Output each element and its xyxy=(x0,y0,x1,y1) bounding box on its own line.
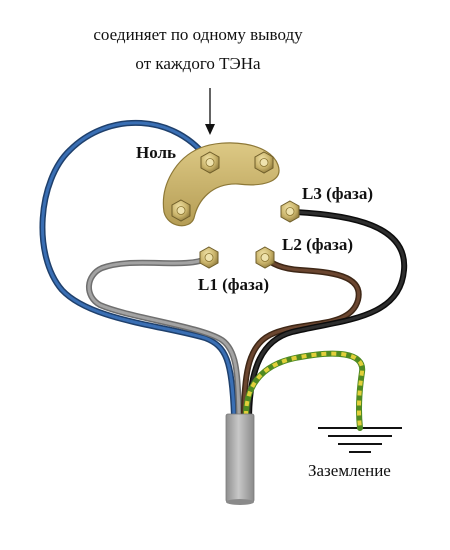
terminal-l3 xyxy=(280,200,300,223)
neutral-bridge-plate xyxy=(162,142,280,227)
terminal-neutral-2 xyxy=(254,151,274,174)
label-l2: L2 (фаза) xyxy=(282,235,353,254)
annotation-line1: соединяет по одному выводу xyxy=(93,25,303,44)
terminal-neutral-1 xyxy=(200,151,220,174)
cable-sheath xyxy=(225,413,255,505)
label-ground: Заземление xyxy=(308,461,391,480)
label-l1: L1 (фаза) xyxy=(198,275,269,294)
label-neutral: Ноль xyxy=(136,143,176,162)
annotation-arrow xyxy=(205,88,215,135)
ground-symbol xyxy=(318,427,402,453)
label-l3: L3 (фаза) xyxy=(302,184,373,203)
terminal-l1 xyxy=(199,246,219,269)
ground-wire xyxy=(243,350,366,431)
annotation-line2: от каждого ТЭНа xyxy=(135,54,261,73)
terminal-neutral-3 xyxy=(171,199,191,222)
terminal-l2 xyxy=(255,246,275,269)
